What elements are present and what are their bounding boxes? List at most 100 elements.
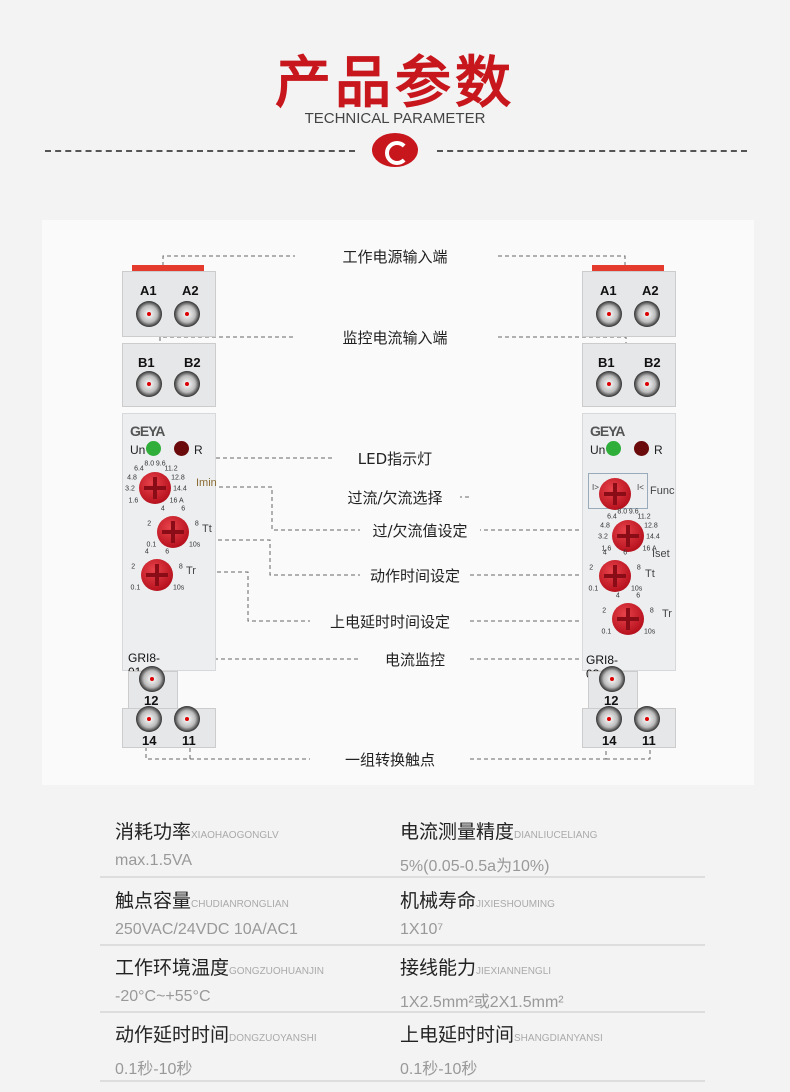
screw-icon[interactable]	[139, 666, 165, 692]
dial-scale-label: 1.6	[601, 545, 612, 552]
terminal-block-top	[582, 271, 676, 337]
dial-scale-label: 0.1	[130, 584, 141, 591]
terminal-a2: A2	[182, 283, 199, 298]
screw-icon[interactable]	[174, 371, 200, 397]
callout-changeover-contact: 一组转换触点	[320, 749, 460, 770]
dial-scale-label: 3.2	[598, 533, 608, 541]
terminal-b1: B1	[138, 355, 155, 370]
spec-name: 机械寿命	[400, 890, 477, 912]
dial-scale-label: 4	[602, 549, 607, 557]
spec-pinyin: JIEXIANNENGLI	[476, 966, 552, 977]
dial-scale-label: 4.8	[127, 474, 137, 482]
spec-value: 1X10⁷	[400, 921, 444, 938]
screw-icon[interactable]	[136, 301, 162, 327]
terminal-a1: A1	[140, 283, 157, 298]
screw-icon[interactable]	[596, 371, 622, 397]
dial-scale-label: 11.2	[164, 465, 178, 473]
dial-label-iset: Iset	[652, 548, 670, 560]
spec-name: 接线能力	[400, 957, 477, 979]
screw-icon[interactable]	[599, 666, 625, 692]
led-red-icon	[174, 441, 189, 456]
spec-value: 250VAC/24VDC 10A/AC1	[115, 921, 298, 938]
spec-name: 动作延时时间	[115, 1024, 230, 1046]
spec-item: 接线能力JIEXIANNENGLI 1X2.5mm²或2X1.5mm²	[400, 953, 564, 1012]
dial-scale-label: 8.0	[617, 508, 628, 516]
dial-scale-label: 0.1	[601, 628, 612, 635]
dial-label-tr: Tr	[186, 565, 196, 577]
spec-pinyin: SHANGDIANYANSI	[514, 1033, 603, 1044]
dial-scale-label: 8.0	[144, 460, 155, 468]
terminal-block-top	[122, 271, 216, 337]
led-red-icon	[634, 441, 649, 456]
dial-scale-label: 0.1	[146, 541, 157, 548]
spec-name: 上电延时时间	[400, 1024, 515, 1046]
screw-icon[interactable]	[136, 706, 162, 732]
dial-scale-label: 10s	[188, 541, 201, 548]
spec-name: 工作环境温度	[115, 957, 230, 979]
led-r-label: R	[194, 443, 203, 457]
led-un-label: Un	[130, 443, 146, 457]
callout-power-input: 工作电源输入端	[295, 246, 495, 267]
screw-icon[interactable]	[174, 706, 200, 732]
dial-label-func: Func	[650, 485, 675, 497]
func-dial[interactable]	[599, 478, 631, 510]
dial-scale-label: 9.6	[155, 460, 166, 468]
callout-led: LED指示灯	[335, 448, 455, 469]
callout-current-setting: 过/欠流值设定	[360, 520, 480, 541]
screw-icon[interactable]	[634, 706, 660, 732]
dial-scale-label: 2	[147, 520, 152, 528]
spec-value: 1X2.5mm²或2X1.5mm²	[400, 994, 564, 1011]
terminal-a2: A2	[642, 283, 659, 298]
under-symbol: I<	[637, 483, 644, 492]
dial-label-tt: Tt	[202, 523, 212, 535]
terminal-b2: B2	[184, 355, 201, 370]
callout-current-monitor: 电流监控	[360, 649, 470, 670]
spec-name: 消耗功率	[115, 821, 192, 843]
screw-icon[interactable]	[634, 301, 660, 327]
terminal-block-mid	[582, 343, 676, 407]
dial-scale-label: 6	[181, 505, 186, 513]
screw-icon[interactable]	[136, 371, 162, 397]
brand-logo-icon	[372, 133, 418, 167]
terminal-12: 12	[144, 693, 159, 708]
red-cap	[132, 265, 204, 272]
divider	[100, 876, 705, 878]
spec-pinyin: DIANLIUCELIANG	[514, 830, 598, 841]
screw-icon[interactable]	[596, 706, 622, 732]
terminal-11: 11	[642, 733, 656, 748]
divider	[100, 1080, 705, 1082]
dial-scale-label: 6	[636, 592, 641, 600]
dial-scale-label: 14.4	[173, 485, 187, 493]
spec-pinyin: CHUDIANRONGLIAN	[191, 899, 289, 910]
divider-right	[437, 150, 747, 152]
led-r-label: R	[654, 443, 663, 457]
dial-label-imin: Imin	[196, 477, 217, 489]
divider	[100, 944, 705, 946]
terminal-12: 12	[604, 693, 619, 708]
screw-icon[interactable]	[174, 301, 200, 327]
dial-scale-label: 11.2	[637, 513, 651, 521]
spec-value: -20°C~+55°C	[115, 988, 211, 1005]
divider-left	[45, 150, 355, 152]
terminal-a1: A1	[600, 283, 617, 298]
screw-icon[interactable]	[596, 301, 622, 327]
led-green-icon	[606, 441, 621, 456]
dial-scale-label: 10s	[643, 628, 656, 635]
spec-name: 电流测量精度	[400, 821, 515, 843]
terminal-block-mid	[122, 343, 216, 407]
screw-icon[interactable]	[634, 371, 660, 397]
callout-action-time: 动作时间设定	[360, 565, 470, 586]
dial-scale-label: 12.8	[171, 474, 185, 482]
red-cap	[592, 265, 664, 272]
